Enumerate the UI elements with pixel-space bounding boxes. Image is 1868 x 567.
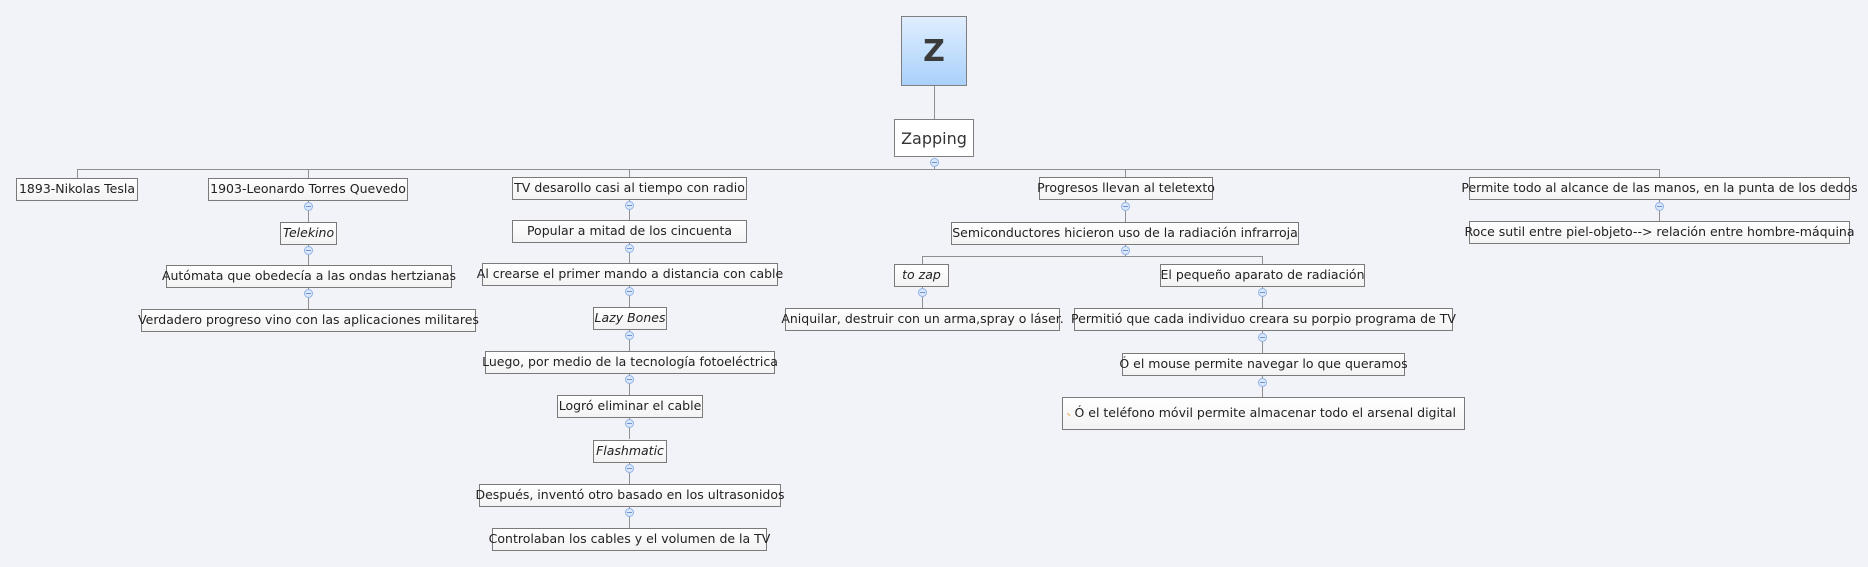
collapse-toggle-icon[interactable] (625, 331, 634, 340)
subtopic-node[interactable]: Flashmatic (593, 440, 667, 463)
topic-label: Logró eliminar el cable (558, 398, 702, 414)
collapse-toggle-icon[interactable] (1258, 378, 1267, 387)
connector (629, 200, 630, 221)
connector (1262, 287, 1263, 309)
collapse-toggle-icon[interactable] (625, 201, 634, 210)
subtopic-node[interactable]: Ó el mouse permite navegar lo que queram… (1119, 353, 1408, 376)
connector (629, 507, 630, 528)
connector (1659, 169, 1660, 178)
connector (922, 256, 1263, 257)
topic-label: Semiconductores hicieron uso de la radia… (952, 225, 1298, 241)
central-image-letter: Z (923, 33, 945, 69)
topic-label: Aniquilar, destruir con un arma,spray o … (781, 311, 1064, 327)
topic-label: Roce sutil entre piel-objeto--> relación… (1464, 224, 1855, 240)
phone-icon (1067, 412, 1071, 416)
connector (934, 167, 935, 170)
subtopic-node[interactable]: Aniquilar, destruir con un arma,spray o … (781, 308, 1064, 331)
collapse-toggle-icon[interactable] (625, 464, 634, 473)
topic-node[interactable]: 1903-Leonardo Torres Quevedo (208, 178, 408, 201)
topic-label: El pequeño aparato de radiación (1160, 267, 1365, 283)
topic-node[interactable]: Progresos llevan al teletexto (1037, 177, 1215, 200)
subtopic-node[interactable]: to zap (894, 264, 949, 287)
subtopic-node[interactable]: Después, inventó otro basado en los ultr… (475, 484, 785, 507)
topic-label: Autómata que obedecía a las ondas hertzi… (161, 268, 457, 284)
central-topic[interactable]: Zapping (894, 119, 974, 157)
subtopic-node[interactable]: Lazy Bones (593, 307, 667, 330)
topic-label: Al crearse el primer mando a distancia c… (476, 266, 784, 282)
topic-label: Permite todo al alcance de las manos, en… (1461, 180, 1858, 196)
topic-label: Controlaban los cables y el volumen de l… (488, 531, 771, 547)
connector (1262, 331, 1263, 353)
subtopic-node[interactable]: Telekino (280, 222, 337, 245)
collapse-toggle-icon[interactable] (304, 246, 313, 255)
collapse-toggle-icon[interactable] (625, 244, 634, 253)
connector (77, 169, 1660, 170)
collapse-toggle-icon[interactable] (1121, 246, 1130, 255)
subtopic-node[interactable]: El pequeño aparato de radiación (1160, 264, 1365, 287)
subtopic-node[interactable]: Logró eliminar el cable (557, 395, 703, 418)
collapse-toggle-icon[interactable] (930, 158, 939, 167)
connector (922, 287, 923, 309)
subtopic-node[interactable]: Autómata que obedecía a las ondas hertzi… (162, 265, 456, 288)
topic-label: 1903-Leonardo Torres Quevedo (210, 181, 406, 197)
collapse-toggle-icon[interactable] (1121, 202, 1130, 211)
collapse-toggle-icon[interactable] (625, 287, 634, 296)
subtopic-node[interactable]: Al crearse el primer mando a distancia c… (477, 263, 783, 286)
topic-node[interactable]: 1893-Nikolas Tesla (16, 178, 138, 201)
connector (77, 169, 78, 178)
subtopic-node[interactable]: Roce sutil entre piel-objeto--> relación… (1464, 221, 1855, 244)
connector (629, 169, 630, 178)
central-topic-image[interactable]: Z (901, 16, 967, 86)
subtopic-node[interactable]: Permitió que cada individuo creara su po… (1071, 308, 1456, 331)
connector (629, 330, 630, 351)
subtopic-node[interactable]: Controlaban los cables y el volumen de l… (489, 528, 770, 551)
topic-label: Luego, por medio de la tecnología fotoel… (482, 354, 778, 370)
subtopic-node[interactable]: Luego, por medio de la tecnología fotoel… (482, 351, 778, 374)
collapse-toggle-icon[interactable] (1258, 333, 1267, 342)
connector (308, 288, 309, 310)
collapse-toggle-icon[interactable] (1258, 288, 1267, 297)
collapse-toggle-icon[interactable] (625, 508, 634, 517)
connector (629, 418, 630, 439)
connector (934, 86, 935, 119)
topic-label: Ó el mouse permite navegar lo que queram… (1119, 356, 1408, 372)
subtopic-node[interactable]: Semiconductores hicieron uso de la radia… (951, 222, 1299, 245)
topic-label: Lazy Bones (594, 310, 666, 326)
connector (1262, 376, 1263, 398)
topic-label: Popular a mitad de los cincuenta (526, 223, 733, 239)
subtopic-node[interactable]: Popular a mitad de los cincuenta (512, 220, 747, 243)
central-topic-label: Zapping (901, 128, 967, 148)
connector (629, 374, 630, 395)
topic-label: TV desarollo casi al tiempo con radio (514, 180, 745, 196)
topic-label: Flashmatic (596, 443, 664, 459)
connector (1125, 200, 1126, 222)
collapse-toggle-icon[interactable] (304, 202, 313, 211)
topic-label: to zap (902, 267, 941, 283)
topic-node[interactable]: Permite todo al alcance de las manos, en… (1461, 177, 1858, 200)
topic-label: 1893-Nikolas Tesla (18, 181, 136, 197)
collapse-toggle-icon[interactable] (625, 419, 634, 428)
topic-label: Verdadero progreso vino con las aplicaci… (138, 312, 479, 328)
topic-label: Después, inventó otro basado en los ultr… (475, 487, 785, 503)
connector (629, 286, 630, 307)
collapse-toggle-icon[interactable] (304, 289, 313, 298)
connector (308, 169, 309, 178)
topic-label: Telekino (282, 225, 335, 241)
topic-node[interactable]: TV desarollo casi al tiempo con radio (512, 177, 747, 200)
subtopic-node-with-icon[interactable]: Ó el teléfono móvil permite almacenar to… (1062, 397, 1465, 430)
connector (922, 256, 923, 265)
collapse-toggle-icon[interactable] (1655, 202, 1664, 211)
connector (1262, 256, 1263, 265)
connector (629, 243, 630, 264)
collapse-toggle-icon[interactable] (918, 288, 927, 297)
connector (308, 201, 309, 223)
connector (629, 463, 630, 484)
subtopic-node[interactable]: Verdadero progreso vino con las aplicaci… (138, 309, 479, 332)
connector (1125, 169, 1126, 178)
topic-label: Permitió que cada individuo creara su po… (1071, 311, 1456, 327)
connector (308, 245, 309, 266)
topic-label: Ó el teléfono móvil permite almacenar to… (1074, 405, 1456, 421)
collapse-toggle-icon[interactable] (625, 375, 634, 384)
topic-label: Progresos llevan al teletexto (1037, 180, 1215, 196)
